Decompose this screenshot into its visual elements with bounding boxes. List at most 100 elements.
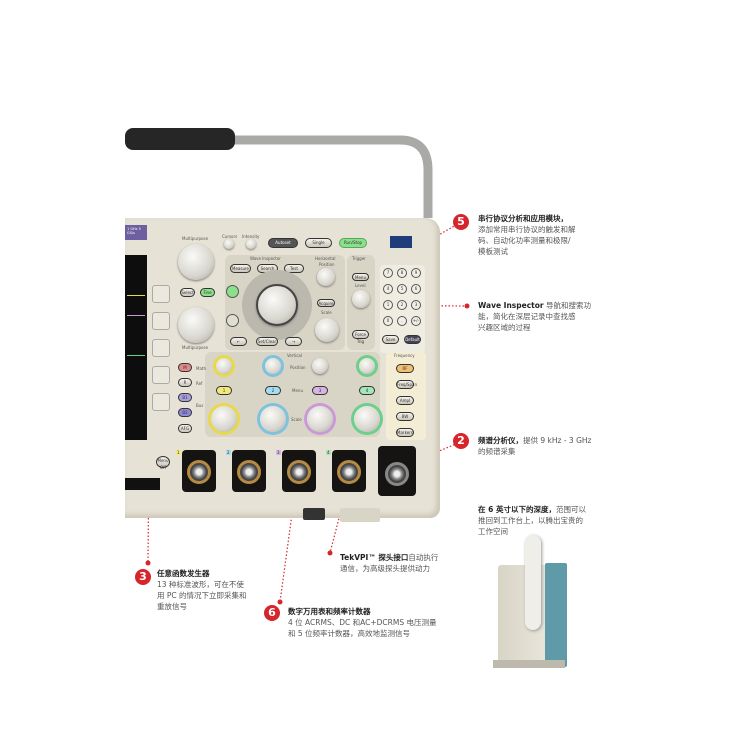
afg-button[interactable]: AFG [178,424,192,433]
multipurpose-a-knob[interactable] [178,244,214,280]
run-stop-button[interactable]: Run/Stop [339,238,367,248]
label: Multipurpose [182,236,209,241]
key[interactable]: 8 [397,268,407,278]
label: Multipurpose [182,345,209,350]
label: Vertical [287,353,302,358]
ch1-probe-input[interactable]: 1 [176,450,216,492]
label: Cursors [222,234,238,239]
ch4-scale-knob[interactable] [354,406,380,432]
ch2-button[interactable]: 2 [265,386,281,395]
zoom-icon[interactable] [226,285,239,298]
fine-button[interactable]: Fine [200,288,215,297]
ch3-probe-input[interactable]: 3 [276,450,316,492]
ch1-position-knob[interactable] [216,358,232,374]
default-setup-button[interactable]: Default [404,335,421,344]
trigger-level-knob[interactable] [352,290,370,308]
intensity-button[interactable] [246,239,256,249]
key[interactable]: . [397,316,407,326]
test-button[interactable]: Test [284,264,304,273]
ch4-button[interactable]: 4 [359,386,375,395]
frequency-panel: Frequency RF Freq/Span Ampl BW Markers [386,352,426,440]
math-button[interactable]: M [178,363,192,372]
ch3-scale-knob[interactable] [307,406,333,432]
multipurpose-b-knob[interactable] [178,307,214,343]
side-bezel-button[interactable] [152,285,170,303]
ch4-position-knob[interactable] [359,358,375,374]
trigger-menu-button[interactable]: Menu [352,273,369,281]
next-arrow-button[interactable]: → [285,337,302,346]
key[interactable]: 5 [397,284,407,294]
key[interactable]: 0 [383,316,393,326]
bw-button[interactable]: BW [396,412,414,421]
markers-button[interactable]: Markers [396,428,414,437]
ch1-scale-knob[interactable] [211,406,237,432]
bus2-button[interactable]: B2 [178,408,192,417]
single-button[interactable]: Single [305,238,332,248]
callout-tekvpi: TekVPI™ 探头接口自动执行通信，为高级探头提供动力 [340,553,439,573]
label: Horizontal [315,256,336,261]
key[interactable]: 2 [397,300,407,310]
key[interactable]: 6 [411,284,421,294]
label: Position [319,262,335,267]
zoom-pan-knob[interactable] [256,284,298,326]
key[interactable]: 9 [411,268,421,278]
callout-serial-protocol: 串行协议分析和应用模块，添加常用串行协议的触发和解码、自动化功率测量和极限/模板… [478,214,576,256]
set-clear-button[interactable]: Set/Clear [256,337,278,346]
select-button[interactable]: Select [180,288,195,297]
side-bezel-button[interactable] [152,366,170,384]
cursors-button[interactable] [224,239,234,249]
display-screen [125,255,147,440]
play-pause-icon[interactable] [226,314,239,327]
usb-strip [125,478,160,490]
callout-number-3: 3 [135,569,151,585]
rf-button[interactable]: RF [396,364,414,373]
horizontal-scale-knob[interactable] [315,318,339,342]
label: Frequency [394,353,415,358]
label: Wave Inspector [250,256,281,261]
foot [303,508,325,520]
ampl-button[interactable]: Ampl [396,396,414,405]
horizontal-position-knob[interactable] [317,268,335,286]
callout-number-5: 5 [453,214,469,230]
key[interactable]: 7 [383,268,393,278]
side-bezel-button[interactable] [152,393,170,411]
ch3-button[interactable]: 3 [312,386,328,395]
handle-tube [230,135,433,218]
callout-number-6: 6 [264,605,280,621]
key[interactable]: +/- [411,316,421,326]
label: Position [290,365,306,370]
model-badge: 1 GHz 5 GS/s [125,225,147,240]
label: Scale [291,417,302,422]
keypad: 7 8 9 4 5 6 1 2 3 0 . +/- Save Default [380,265,425,353]
rf-input[interactable] [378,446,416,496]
key[interactable]: 4 [383,284,393,294]
autoset-button[interactable]: Autoset [268,238,298,248]
ch2-probe-input[interactable]: 2 [226,450,266,492]
force-trig-button[interactable]: Force Trig [352,330,369,344]
ch3-position-knob[interactable] [312,358,328,374]
callout-number-2: 2 [453,433,469,449]
freq-span-button[interactable]: Freq/Span [396,380,417,389]
ch2-position-knob[interactable] [265,358,281,374]
handle-grip [125,128,235,150]
label: Trigger [352,256,366,261]
ref-button[interactable]: R [178,378,192,387]
menu-off-button[interactable]: Menu Off [156,456,170,470]
measure-button[interactable]: Measure [230,264,251,273]
ch4-probe-input[interactable]: 4 [326,450,366,492]
save-button[interactable]: Save [382,335,399,344]
ch2-scale-knob[interactable] [260,406,286,432]
side-bezel-button[interactable] [152,312,170,330]
side-bezel-button[interactable] [152,339,170,357]
prev-arrow-button[interactable]: ← [230,337,247,346]
acquire-button[interactable]: Acquire [317,299,335,307]
key[interactable]: 3 [411,300,421,310]
ch1-button[interactable]: 1 [216,386,232,395]
label: Bus [196,403,204,408]
bus1-button[interactable]: B1 [178,393,192,402]
key[interactable]: 1 [383,300,393,310]
label: Ref [196,381,203,386]
